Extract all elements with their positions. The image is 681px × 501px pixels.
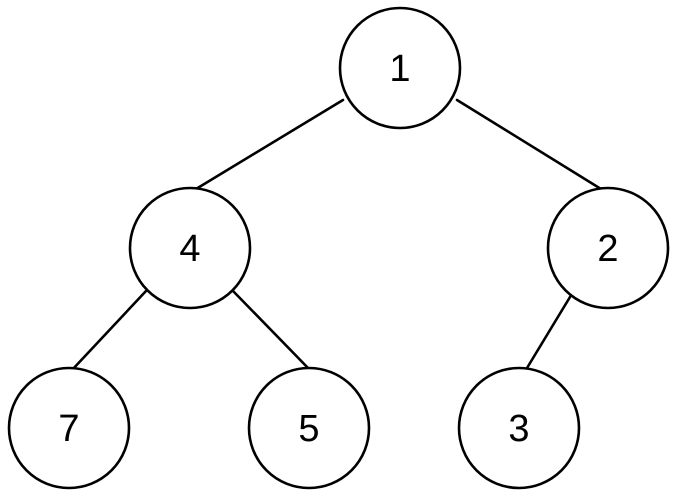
- node-circle-3[interactable]: [457, 366, 581, 490]
- tree-edge-n2-to-n3: [525, 295, 572, 370]
- node-circle-4[interactable]: [128, 186, 252, 310]
- tree-edge-n1-to-n4: [194, 98, 345, 191]
- nodes-group: 1 4 2 7 5 3: [7, 6, 670, 490]
- tree-node-2[interactable]: 2: [546, 186, 670, 310]
- tree-edge-n4-to-n5: [231, 289, 312, 372]
- node-label-4: 4: [179, 228, 200, 270]
- tree-node-7[interactable]: 7: [7, 366, 131, 490]
- node-label-7: 7: [58, 408, 79, 450]
- node-label-1: 1: [389, 48, 410, 90]
- edges-group: [70, 98, 603, 372]
- tree-edge-n4-to-n7: [70, 289, 148, 372]
- node-circle-7[interactable]: [7, 366, 131, 490]
- node-circle-1[interactable]: [338, 6, 462, 130]
- node-circle-2[interactable]: [546, 186, 670, 310]
- node-label-3: 3: [508, 408, 529, 450]
- tree-node-4[interactable]: 4: [128, 186, 252, 310]
- node-circle-5[interactable]: [247, 366, 371, 490]
- node-label-5: 5: [298, 408, 319, 450]
- tree-node-5[interactable]: 5: [247, 366, 371, 490]
- tree-node-1[interactable]: 1: [338, 6, 462, 130]
- tree-edge-n1-to-n2: [455, 98, 603, 191]
- node-label-2: 2: [597, 228, 618, 270]
- tree-node-3[interactable]: 3: [457, 366, 581, 490]
